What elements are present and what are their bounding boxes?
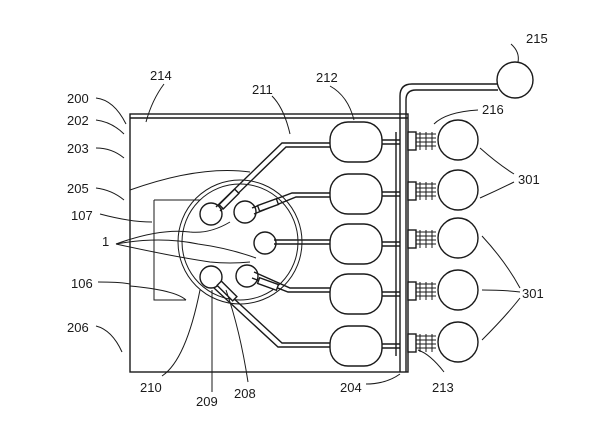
label-106: 106 <box>71 276 93 291</box>
label-212: 212 <box>316 70 338 85</box>
label-215: 215 <box>526 31 548 46</box>
item-1-curves <box>115 221 257 264</box>
label-203: 203 <box>67 141 89 156</box>
label-301-upper: 301 <box>518 172 540 187</box>
label-216: 216 <box>482 102 504 117</box>
label-213: 213 <box>432 380 454 395</box>
label-107: 107 <box>71 208 93 223</box>
labels: 200 202 203 205 107 1 106 206 214 211 21… <box>67 31 548 409</box>
inner-bulbs <box>199 200 277 289</box>
label-211: 211 <box>252 82 273 97</box>
label-208: 208 <box>234 386 256 401</box>
cradle <box>129 170 251 301</box>
label-204: 204 <box>340 380 362 395</box>
connectors <box>407 131 436 353</box>
pouches <box>329 121 383 367</box>
reservoir <box>496 61 534 99</box>
manifold <box>395 83 498 372</box>
tube-sleeves <box>216 188 280 302</box>
label-209: 209 <box>196 394 218 409</box>
leader-lines <box>95 43 521 392</box>
label-205: 205 <box>67 181 89 196</box>
label-214: 214 <box>150 68 172 83</box>
label-202: 202 <box>67 113 89 128</box>
label-200: 200 <box>67 91 89 106</box>
label-1: 1 <box>102 234 109 249</box>
outer-bulbs <box>437 119 479 363</box>
label-301-lower: 301 <box>522 286 544 301</box>
label-206: 206 <box>67 320 89 335</box>
pouch-outlets <box>382 139 400 349</box>
label-210: 210 <box>140 380 162 395</box>
